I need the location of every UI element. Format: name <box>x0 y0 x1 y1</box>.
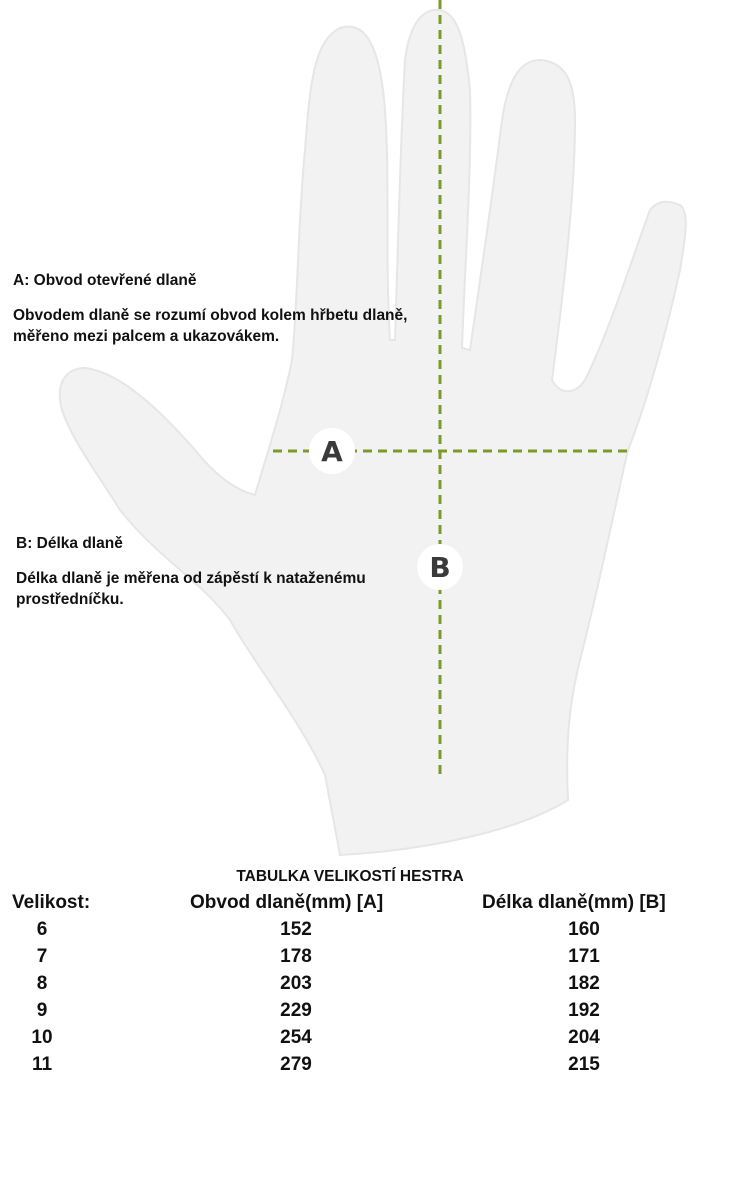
size-table: Velikost: Obvod dlaně(mm) [A] Délka dlan… <box>0 890 734 1079</box>
table-row: 10 254 204 <box>0 1025 734 1052</box>
length-cell: 204 <box>568 1027 600 1048</box>
palm-length-description-line2: prostředníčku. <box>16 591 124 608</box>
header-length: Délka dlaně(mm) [B] <box>482 892 666 913</box>
length-cell: 215 <box>568 1054 600 1075</box>
palm-circumference-info: A: Obvod otevřené dlaně Obvodem dlaně se… <box>13 270 453 347</box>
palm-circumference-heading: A: Obvod otevřené dlaně <box>13 272 197 289</box>
palm-circumference-description-line2: měřeno mezi palcem a ukazovákem. <box>13 328 280 345</box>
table-row: 7 178 171 <box>0 944 734 971</box>
size-cell: 8 <box>36 973 48 994</box>
marker-b: B <box>417 544 463 590</box>
table-row: 6 152 160 <box>0 917 734 944</box>
palm-length-heading: B: Délka dlaně <box>16 535 123 552</box>
header-size: Velikost: <box>12 892 91 913</box>
table-row: 8 203 182 <box>0 971 734 998</box>
size-cell: 11 <box>31 1054 53 1075</box>
size-cell: 6 <box>36 919 48 940</box>
hand-outline-icon <box>58 0 687 857</box>
circumference-cell: 152 <box>280 919 312 940</box>
length-cell: 182 <box>568 973 600 994</box>
length-cell: 171 <box>568 946 600 967</box>
circumference-cell: 279 <box>280 1054 312 1075</box>
size-table-title: TABULKA VELIKOSTÍ HESTRA <box>236 868 464 885</box>
table-row: 11 279 215 <box>0 1052 734 1079</box>
circumference-cell: 254 <box>280 1027 312 1048</box>
marker-a: A <box>309 428 355 474</box>
size-cell: 9 <box>36 1000 48 1021</box>
circumference-cell: 178 <box>280 946 312 967</box>
size-cell: 10 <box>31 1027 53 1048</box>
palm-length-info: B: Délka dlaně Délka dlaně je měřena od … <box>16 533 416 610</box>
length-cell: 160 <box>568 919 600 940</box>
circumference-cell: 229 <box>280 1000 312 1021</box>
circumference-cell: 203 <box>280 973 312 994</box>
header-circumference: Obvod dlaně(mm) [A] <box>190 892 384 913</box>
length-cell: 192 <box>568 1000 600 1021</box>
hand-shape <box>58 8 687 857</box>
table-row: 9 229 192 <box>0 998 734 1025</box>
size-cell: 7 <box>36 946 48 967</box>
size-table-header: Velikost: Obvod dlaně(mm) [A] Délka dlan… <box>0 890 734 917</box>
palm-circumference-description-line1: Obvodem dlaně se rozumí obvod kolem hřbe… <box>13 307 408 324</box>
palm-length-description-line1: Délka dlaně je měřena od zápěstí k nataž… <box>16 570 366 587</box>
